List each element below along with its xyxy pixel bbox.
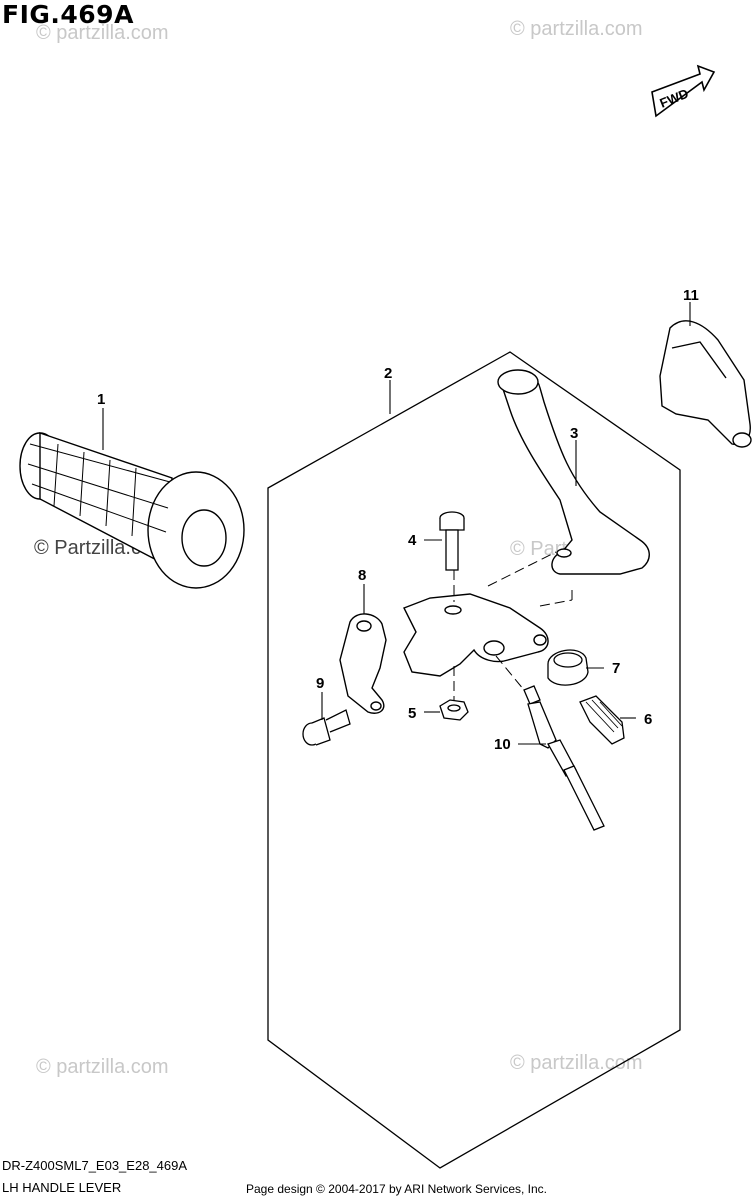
callout-1: 1 [97, 391, 105, 408]
callout-11: 11 [683, 287, 699, 304]
nut-part-7 [547, 649, 589, 686]
callout-7: 7 [612, 660, 620, 677]
fwd-arrow-icon: FWD [651, 64, 716, 118]
watermark-bottom-left: © partzilla.com [36, 1056, 169, 1078]
section-name: LH HANDLE LEVER [2, 1180, 122, 1195]
callout-10: 10 [494, 736, 511, 753]
model-code: DR-Z400SML7_E03_E28_469A [2, 1158, 188, 1173]
figure-title: FIG.469A [2, 0, 134, 29]
callout-2: 2 [384, 365, 392, 382]
callout-4: 4 [408, 532, 417, 549]
assembly-outline [267, 351, 681, 1169]
nut-part-5 [439, 699, 469, 721]
switch-part-10 [523, 685, 605, 831]
cover-part-11 [659, 320, 752, 448]
bolt-part-4 [439, 511, 465, 571]
page-credit: Page design © 2004-2017 by ARI Network S… [246, 1182, 548, 1196]
adjuster-part-6 [579, 695, 625, 745]
callout-9: 9 [316, 675, 324, 692]
leader-lines [102, 302, 691, 745]
watermark-top-right: © partzilla.com [510, 18, 643, 40]
watermark-bottom-right: © partzilla.com [510, 1052, 643, 1074]
callout-3: 3 [570, 425, 578, 442]
callout-6: 6 [644, 711, 652, 728]
lever-part-3 [497, 369, 650, 575]
callout-8: 8 [358, 567, 366, 584]
watermark-top-left: © partzilla.com [36, 22, 169, 44]
assembly-lines [453, 551, 573, 700]
callout-5: 5 [408, 705, 416, 722]
bolt-part-9 [302, 709, 351, 746]
lever-holder [403, 593, 549, 677]
clamp-part-8 [339, 613, 387, 714]
grip-part-1 [19, 432, 245, 589]
